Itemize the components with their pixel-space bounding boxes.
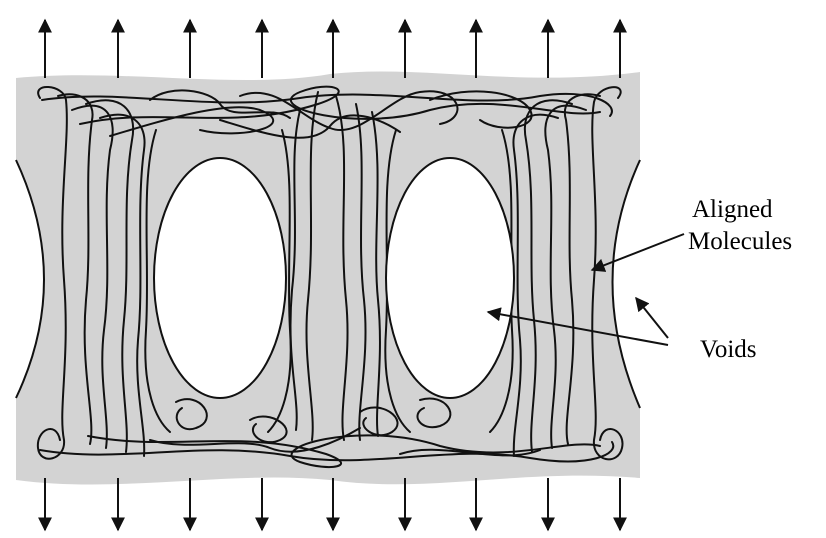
polymer-matrix (16, 71, 640, 484)
tension-arrows-bottom (45, 478, 620, 530)
tension-arrows-top (45, 20, 620, 78)
void-left (154, 158, 286, 398)
voids-pointer-right (636, 298, 668, 338)
voids-label: Voids (700, 336, 757, 364)
void-right (386, 158, 514, 398)
aligned-molecules-label-line1: Aligned (692, 196, 773, 224)
aligned-molecules-label-line2: Molecules (688, 228, 792, 256)
